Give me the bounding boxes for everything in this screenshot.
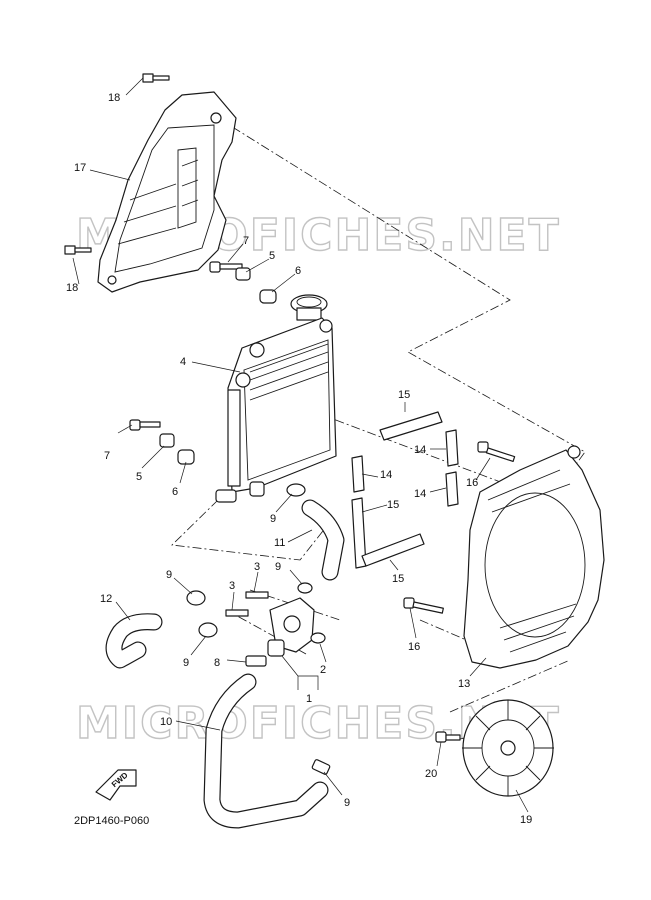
damper-14-c (445, 471, 459, 507)
collar-5-top (235, 267, 251, 281)
callout-7-top: 7 (243, 235, 249, 247)
diagram-code: 2DP1460-P060 (74, 815, 149, 827)
callout-17: 17 (74, 162, 86, 174)
leader-lines (72, 77, 529, 813)
callout-10: 10 (160, 716, 172, 728)
callout-11: 11 (274, 537, 285, 549)
callout-18-top: 18 (108, 92, 120, 104)
callout-9-a: 9 (270, 513, 276, 525)
callout-18-bottom: 18 (66, 282, 78, 294)
callout-3-a: 3 (254, 561, 260, 573)
sensor-8 (245, 655, 267, 667)
radiator-cap (290, 294, 328, 321)
callout-9-d: 9 (183, 657, 189, 669)
callout-9-b: 9 (166, 569, 172, 581)
grommet-6-lower (177, 449, 195, 465)
callout-15-b: 15 (387, 499, 399, 511)
bolt-3-a (245, 591, 269, 599)
callout-1: 1 (306, 693, 312, 705)
callout-5-top: 5 (269, 250, 275, 262)
radiator (215, 317, 337, 503)
bolt-18-bottom (64, 245, 92, 255)
callout-2: 2 (320, 664, 326, 676)
rubber-strip-15-b (351, 497, 425, 569)
fwd-arrow-icon: FWD (95, 769, 137, 801)
callout-13: 13 (458, 678, 470, 690)
thermostat-housing (267, 597, 315, 657)
callout-8: 8 (214, 657, 220, 669)
rubber-strip-15-a (379, 411, 443, 441)
callout-6-lower: 6 (172, 486, 178, 498)
callout-19: 19 (520, 814, 532, 826)
bolt-3-b (225, 609, 249, 617)
callouts: 18 17 18 7 5 6 4 15 14 14 14 15 15 16 16… (66, 92, 532, 826)
callout-14-c: 14 (414, 488, 426, 500)
clamp-9-a (286, 483, 306, 497)
grommet-6-top (259, 289, 277, 304)
callout-6-top: 6 (295, 265, 301, 277)
fan-shroud (463, 445, 605, 669)
collar-5-lower (159, 433, 175, 448)
bolt-16-upper (477, 441, 516, 463)
hose-10 (203, 673, 329, 829)
o-ring-2 (310, 632, 326, 644)
damper-14-a (445, 429, 459, 467)
clamp-9-d (198, 622, 218, 638)
callout-14-b: 14 (380, 469, 392, 481)
clamp-9-b (186, 590, 206, 606)
fan (462, 699, 554, 797)
bolt-16-lower (403, 597, 444, 614)
callout-5-lower: 5 (136, 471, 142, 483)
callout-15-a: 15 (398, 389, 410, 401)
callout-3-b: 3 (229, 580, 235, 592)
callout-16-upper: 16 (466, 477, 478, 489)
clamp-9-c (297, 582, 313, 594)
callout-12: 12 (100, 593, 112, 605)
callout-9-e: 9 (344, 797, 350, 809)
hose-12 (105, 613, 163, 669)
bolt-7-top (209, 261, 243, 273)
hose-11 (301, 499, 345, 581)
callout-14-a: 14 (414, 444, 426, 456)
clamp-9-e (311, 759, 331, 775)
bolt-7-lower (129, 419, 161, 431)
callout-15-c: 15 (392, 573, 404, 585)
callout-7-lower: 7 (104, 450, 110, 462)
callout-16-lower: 16 (408, 641, 420, 653)
bolt-18-top (142, 73, 170, 83)
callout-9-c: 9 (275, 561, 281, 573)
callout-20: 20 (425, 768, 437, 780)
radiator-cover (97, 91, 237, 293)
callout-4: 4 (180, 356, 186, 368)
damper-14-b (351, 455, 365, 493)
